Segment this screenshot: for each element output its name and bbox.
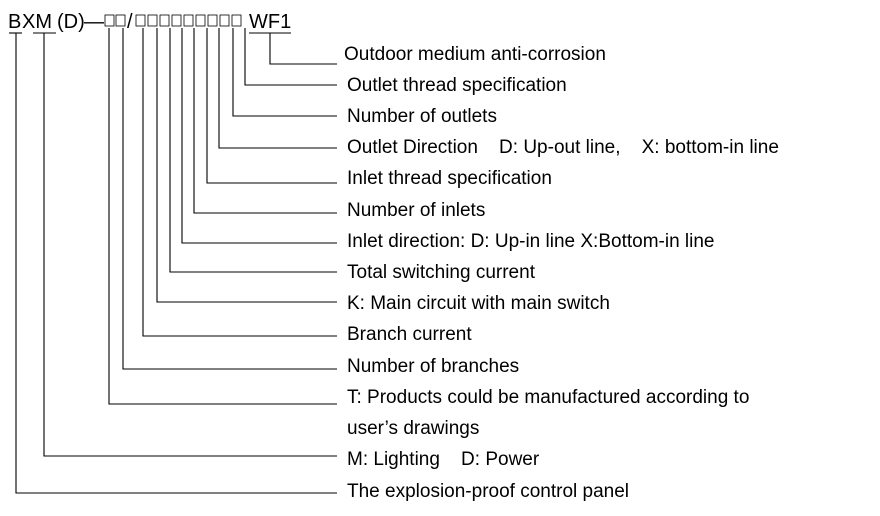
- leader-main-switch: [156, 28, 337, 303]
- leader-number-of-outlets: [232, 28, 337, 117]
- legend-total-switching-current: Total switching current: [347, 262, 536, 283]
- leader-branch-current: [142, 28, 337, 337]
- legend-custom-drawings: T: Products could be manufactured accord…: [347, 387, 749, 408]
- leader-number-of-branches: [122, 28, 337, 370]
- legend-number-of-inlets: Number of inlets: [347, 200, 485, 221]
- leader-outdoor-anticorrosion: [269, 33, 337, 65]
- code-dash: —: [84, 11, 104, 33]
- model-code: B XM (D) — / WF1: [8, 11, 291, 34]
- code-prefix-b: B: [8, 11, 21, 33]
- legend-outlet-thread: Outlet thread specification: [347, 75, 567, 96]
- legend-inlet-direction: Inlet direction: D: Up-in line X:Bottom-…: [347, 231, 715, 252]
- legend-main-switch: K: Main circuit with main switch: [347, 293, 610, 314]
- legend: Outdoor medium anti-corrosion Outlet thr…: [344, 44, 779, 502]
- legend-outdoor-anticorrosion: Outdoor medium anti-corrosion: [344, 44, 606, 65]
- code-slash: /: [127, 11, 133, 33]
- leader-custom-drawings: [108, 28, 337, 405]
- code-prefix-xm: XM: [22, 11, 52, 33]
- leader-outlet-thread: [244, 28, 337, 86]
- legend-panel-name: The explosion-proof control panel: [347, 481, 629, 502]
- leader-lines: [15, 28, 337, 494]
- legend-number-of-outlets: Number of outlets: [347, 106, 497, 127]
- legend-inlet-thread: Inlet thread specification: [347, 168, 552, 189]
- leader-panel-name: [15, 33, 337, 494]
- legend-outlet-direction: Outlet Direction D: Up-out line, X: bott…: [347, 137, 779, 158]
- legend-lighting-power: M: Lighting D: Power: [347, 449, 540, 470]
- legend-branch-current: Branch current: [347, 324, 472, 345]
- leader-lighting-power: [43, 33, 337, 457]
- code-placeholder-boxes-a: [104, 14, 126, 27]
- legend-number-of-branches: Number of branches: [347, 356, 519, 377]
- leader-number-of-inlets: [193, 28, 337, 214]
- leader-inlet-direction: [181, 28, 337, 244]
- leader-outlet-direction: [218, 28, 337, 149]
- code-placeholder-boxes-b: [135, 14, 242, 27]
- leader-total-switching-current: [169, 28, 337, 273]
- leader-inlet-thread: [206, 28, 337, 184]
- code-suffix-d: (D): [57, 11, 85, 33]
- code-suffix-wf1: WF1: [249, 11, 291, 33]
- legend-custom-drawings-continuation: user’s drawings: [347, 418, 479, 439]
